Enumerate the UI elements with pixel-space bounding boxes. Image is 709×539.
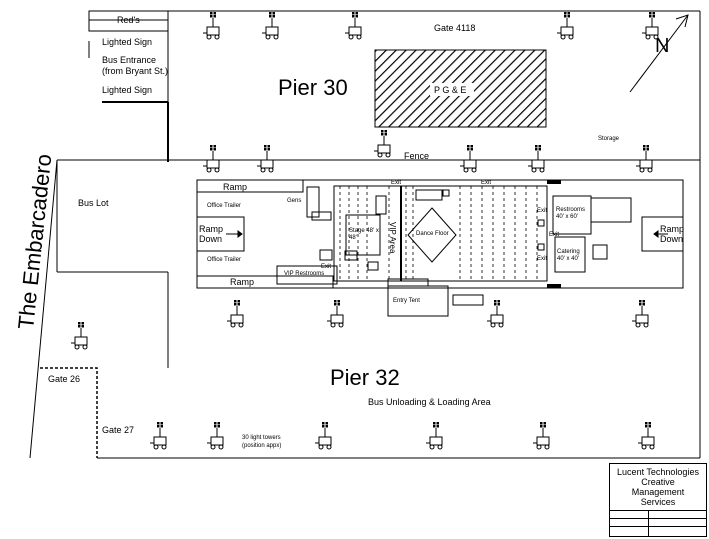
gate-26-boundary — [40, 367, 98, 458]
light-tower-icon — [459, 144, 477, 173]
exit-marker — [547, 180, 561, 184]
dance-floor-label: Dance Floor — [416, 231, 449, 237]
lighted-sign-label: Lighted Sign — [102, 37, 153, 47]
light-tower-icon — [202, 11, 220, 40]
light-tower-icon — [206, 421, 224, 450]
light-tower-icon — [70, 321, 88, 350]
gate-label: Gate 27 — [102, 425, 135, 435]
exit-label: Exit — [321, 264, 332, 270]
light-tower-icon — [556, 11, 574, 40]
light-tower-icon — [373, 129, 391, 158]
reds-label: Red's — [117, 15, 140, 25]
light-tower-icon — [314, 421, 332, 450]
ramp-label: Ramp — [230, 277, 255, 287]
title-block-line: Management — [631, 487, 685, 497]
pge-label-bg — [430, 83, 474, 96]
light-tower-icon — [631, 299, 649, 328]
pier-30-title: Pier 30 — [278, 75, 348, 100]
light-tower-icon — [344, 11, 362, 40]
title-block-divider — [610, 510, 706, 511]
north-label: N — [655, 35, 670, 57]
light-tower-icon — [486, 299, 504, 328]
reds-box — [88, 10, 169, 32]
fence-label: Fence — [404, 151, 430, 161]
title-block-divider — [610, 526, 706, 527]
lighted-sign-label: Lighted Sign — [102, 85, 153, 95]
exit-label: Exit — [391, 180, 402, 186]
title-block-divider — [648, 510, 649, 536]
office-trailer-label: Office Trailer — [207, 257, 241, 263]
bus-entrance-label: Bus Entrance — [102, 55, 157, 65]
ramp-arrows — [226, 230, 668, 238]
light-towers-note: (position appx) — [242, 443, 282, 449]
light-towers-note: 30 light towers — [242, 435, 281, 441]
ramp-down-label: Ramp Down — [199, 224, 224, 244]
light-tower-icon — [226, 299, 244, 328]
pier-32-title: Pier 32 — [330, 365, 400, 390]
entry-tent-label: Entry Tent — [393, 298, 420, 304]
exit-label: Exit — [549, 232, 560, 238]
pier-outlines — [29, 10, 701, 459]
gens-label: Gens — [287, 198, 302, 204]
stage-label: Stage 48' x 48' — [349, 228, 379, 241]
ramp-down-label: Ramp Down — [660, 224, 685, 244]
title-block-line: Lucent Technologies — [617, 467, 699, 477]
restrooms-label: Restrooms 40' x 60' — [556, 207, 586, 220]
storage-label: Storage — [598, 136, 620, 142]
light-tower-icon — [527, 144, 545, 173]
event-floor — [196, 179, 684, 317]
bus-lot-label: Bus Lot — [78, 198, 109, 208]
bus-area-label: Bus Unloading & Loading Area — [368, 397, 491, 407]
title-block-line: Services — [640, 497, 676, 507]
title-block-line: Creative — [641, 477, 675, 487]
title-block: Lucent Technologies Creative Management … — [609, 463, 707, 537]
light-tower-icon — [425, 421, 443, 450]
seating-lines — [339, 186, 538, 281]
exit-label: Exit — [537, 208, 548, 214]
exit-label: Exit — [537, 256, 548, 262]
north-arrow — [629, 14, 689, 93]
exit-marker — [547, 284, 561, 288]
light-tower-icon — [637, 421, 655, 450]
light-tower-icon — [326, 299, 344, 328]
bus-entrance-sub-label: (from Bryant St.) — [102, 66, 169, 76]
light-tower-icon — [261, 11, 279, 40]
gate-label: Gate 4118 — [434, 23, 476, 33]
catering-label: Catering 40' x 40' — [557, 249, 580, 262]
light-tower-icon — [149, 421, 167, 450]
vip-restrooms-label: VIP Restrooms — [284, 271, 325, 277]
light-tower-icon — [202, 144, 220, 173]
gate-label: Gate 26 — [48, 374, 81, 384]
ramp-label: Ramp — [223, 182, 248, 192]
light-tower-icon — [532, 421, 550, 450]
title-block-divider — [610, 518, 706, 519]
exit-label: Exit — [481, 180, 492, 186]
vip-area-label: VIP Area — [388, 222, 397, 254]
pge-label: P G & E — [434, 85, 467, 95]
light-tower-icon — [635, 144, 653, 173]
light-tower-icon — [256, 144, 274, 173]
office-trailer-label: Office Trailer — [207, 203, 241, 209]
